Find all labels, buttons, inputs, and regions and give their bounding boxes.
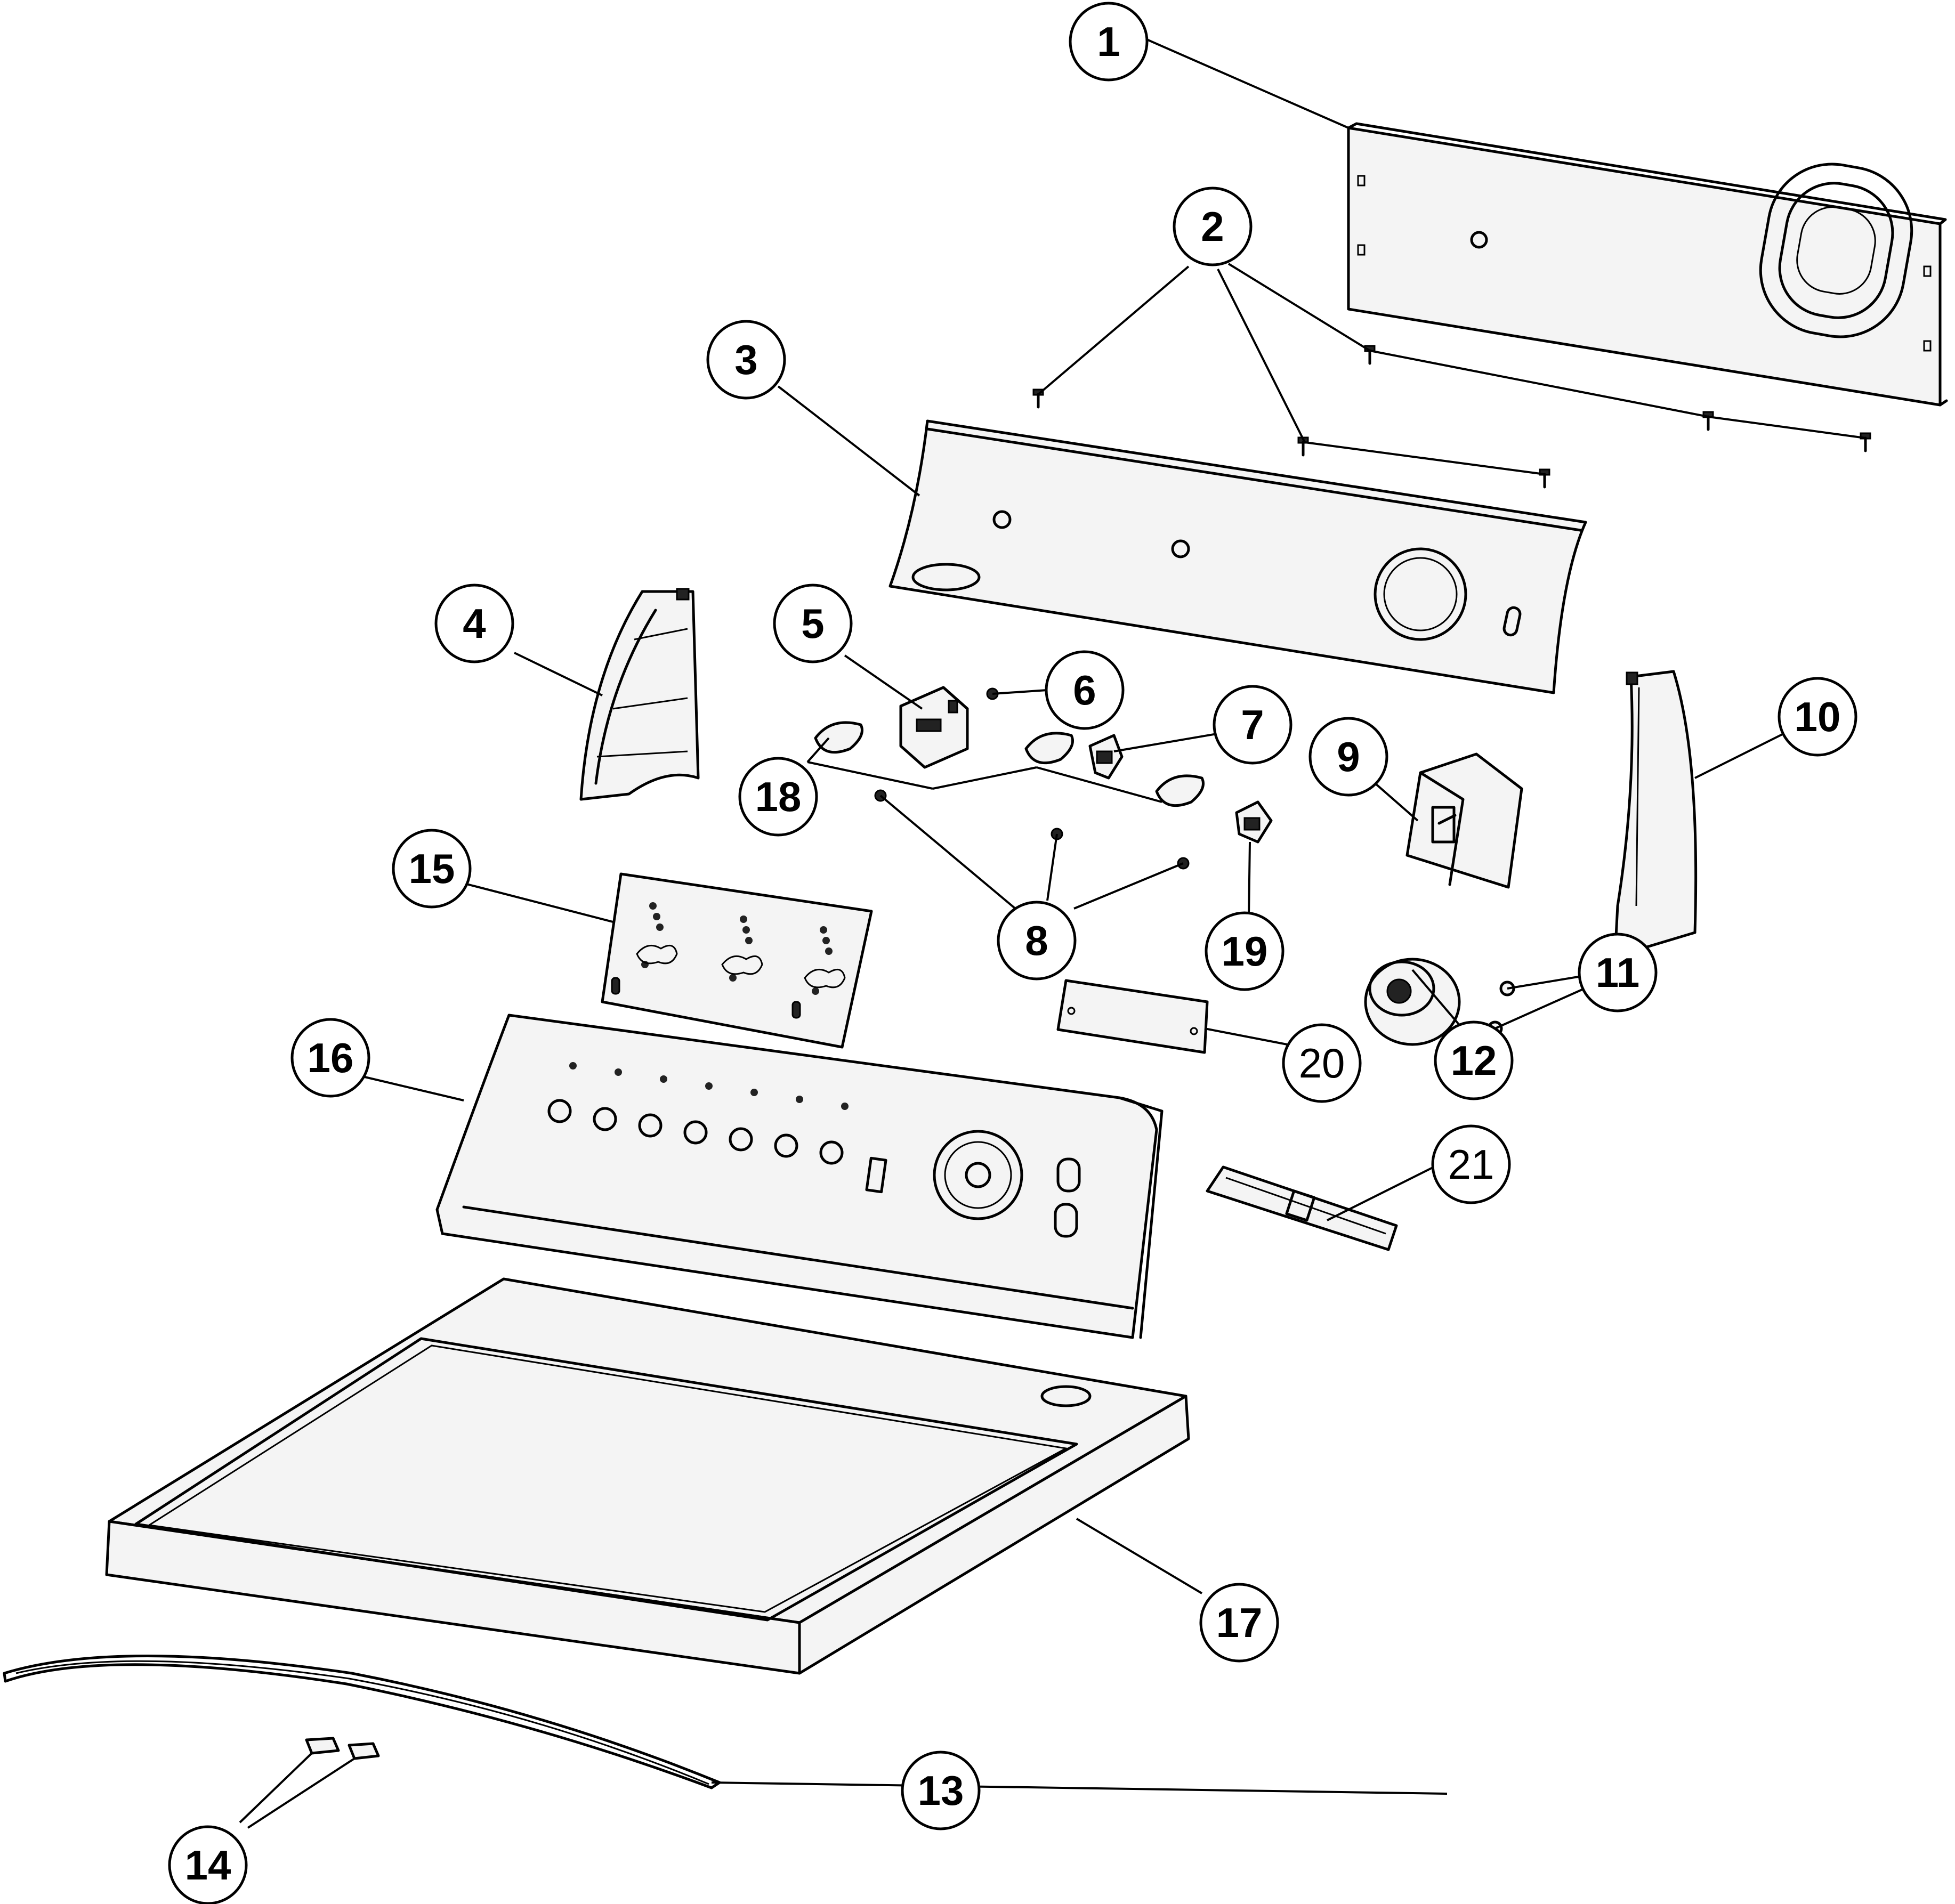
part-5-switch [899, 686, 969, 769]
callout-14-label: 14 [185, 1842, 231, 1889]
callout-16: 16 [290, 1018, 370, 1098]
callout-13-label: 13 [918, 1767, 964, 1814]
part-7-switch [1088, 734, 1124, 780]
part-20-label-plate [1056, 979, 1209, 1054]
callout-16-label: 16 [308, 1034, 354, 1081]
callout-20: 20 [1282, 1023, 1362, 1103]
part-10-right-end-cap [1613, 670, 1698, 958]
callout-19: 19 [1205, 911, 1285, 991]
callout-3-label: 3 [734, 336, 757, 383]
callout-10: 10 [1778, 677, 1857, 757]
callout-3: 3 [706, 320, 786, 400]
part-12-timer-knob [1364, 958, 1461, 1046]
callout-13: 13 [901, 1751, 981, 1830]
callout-6-label: 6 [1073, 667, 1096, 714]
callout-11-label: 11 [1596, 949, 1639, 996]
part-21-bracket [1206, 1165, 1398, 1251]
callout-5: 5 [773, 584, 853, 663]
callout-4-label: 4 [463, 600, 486, 647]
callout-1: 1 [1069, 2, 1149, 82]
callout-8-label: 8 [1025, 917, 1048, 964]
callout-2: 2 [1173, 187, 1253, 266]
part-9-timer [1405, 752, 1523, 889]
part-4-left-end-cap [579, 588, 700, 801]
part-14-pads [305, 1737, 380, 1760]
callout-11: 11 [1578, 933, 1658, 1012]
part-15-circuit-board [601, 872, 873, 1049]
part-1-rear-panel [1347, 122, 1948, 407]
callout-21: 21 [1431, 1124, 1511, 1204]
callout-15-label: 15 [409, 845, 455, 892]
part-19-switch [1235, 800, 1273, 844]
callout-17: 17 [1199, 1583, 1279, 1663]
callout-17-label: 17 [1216, 1599, 1263, 1646]
callout-5-label: 5 [801, 600, 824, 647]
part-16-control-console [435, 1014, 1164, 1339]
callout-6: 6 [1045, 650, 1125, 730]
part-13-trim-strip [3, 1655, 721, 1789]
part-3-console-back [888, 419, 1587, 694]
callout-8: 8 [997, 901, 1077, 981]
callout-15: 15 [392, 829, 472, 909]
callout-20-label: 20 [1299, 1040, 1345, 1087]
callout-14: 14 [168, 1825, 248, 1904]
callout-10-label: 10 [1795, 693, 1841, 740]
part-18-knobs [814, 721, 1205, 807]
callout-12-label: 12 [1451, 1037, 1497, 1084]
callout-1-label: 1 [1097, 18, 1120, 65]
callout-12: 12 [1434, 1020, 1514, 1100]
callout-2-label: 2 [1201, 203, 1224, 250]
callout-7-label: 7 [1241, 701, 1264, 748]
callout-9-label: 9 [1337, 733, 1360, 780]
callout-9: 9 [1308, 717, 1388, 797]
callout-7: 7 [1213, 685, 1292, 765]
callout-4: 4 [434, 584, 514, 663]
callout-18-label: 18 [755, 773, 802, 820]
callout-18: 18 [738, 757, 818, 837]
callout-19-label: 19 [1222, 928, 1268, 975]
part-17-top-cover [105, 1277, 1190, 1675]
callout-21-label: 21 [1448, 1141, 1494, 1188]
